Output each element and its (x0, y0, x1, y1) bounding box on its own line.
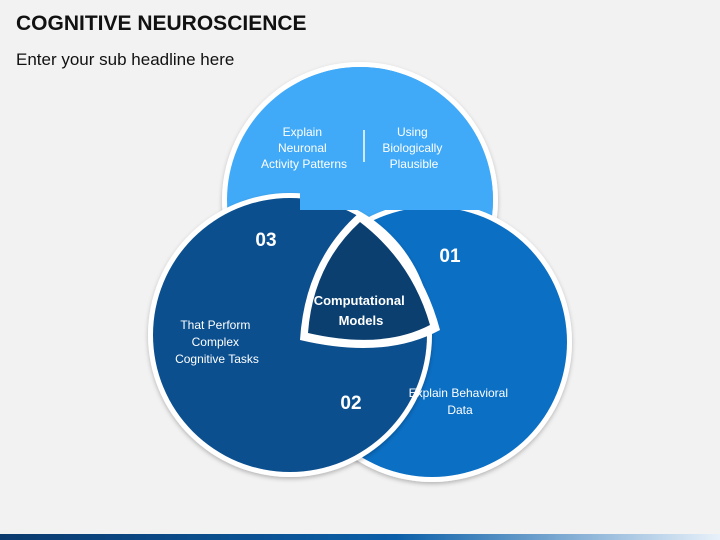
circle-01-right-text: Using Biologically Plausible (382, 125, 445, 171)
footer-bar (0, 534, 720, 540)
circle-02-text: Explain Behavioral Data (409, 386, 512, 417)
circle-01-number: 01 (439, 246, 461, 267)
center-text: Computational Models (314, 293, 409, 328)
page-subtitle: Enter your sub headline here (16, 50, 235, 69)
circle-03-text: That Perform Complex Cognitive Tasks (175, 318, 259, 366)
circle-01-left-text: Explain Neuronal Activity Patterns (261, 125, 347, 171)
circle-02-number: 02 (340, 393, 361, 414)
page-title: COGNITIVE NEUROSCIENCE (16, 12, 307, 35)
center-region (300, 212, 440, 348)
circle-03-number: 03 (255, 230, 276, 251)
